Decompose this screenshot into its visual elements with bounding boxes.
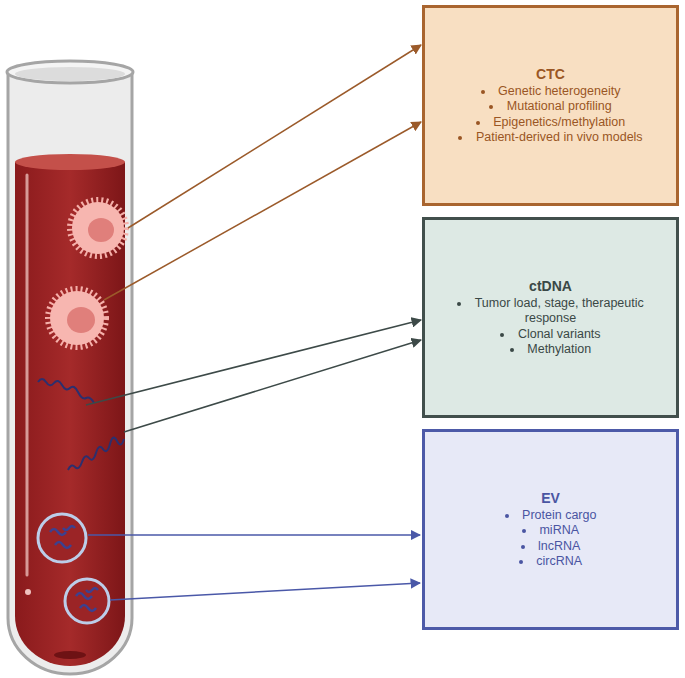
leader-arrow: [104, 122, 421, 300]
blood-surface: [15, 154, 125, 170]
bullet-item: Genetic heterogeneity: [458, 84, 642, 100]
bullet-list: Genetic heterogeneityMutational profilin…: [448, 84, 652, 146]
cell-spikes: [70, 200, 126, 256]
bullet-item: miRNA: [505, 523, 597, 539]
cell-nucleus: [67, 307, 95, 333]
bullet-item: Tumor load, stage, therapeutic response: [435, 296, 666, 327]
leader-arrow: [128, 45, 421, 228]
tube-rim: [7, 61, 133, 83]
vesicle-cargo: [50, 526, 75, 548]
bullet-item: Patient-derived in vivo models: [458, 130, 642, 146]
blood: [15, 162, 125, 666]
bullet-item: Epigenetics/methylation: [458, 115, 642, 131]
leader-arrow: [110, 583, 420, 600]
glass-highlight: [25, 589, 31, 595]
bullet-list: Tumor load, stage, therapeutic responseC…: [425, 296, 676, 358]
bullet-item: Methylation: [435, 342, 666, 358]
tumor-cell: [72, 202, 124, 254]
bullet-item: circRNA: [505, 554, 597, 570]
bullet-list: Protein cargomiRNAlncRNAcircRNA: [495, 508, 607, 570]
leader-arrow: [124, 340, 421, 432]
vesicle-cargo: [76, 588, 98, 611]
bullet-item: Protein cargo: [505, 508, 597, 524]
tube-opening: [15, 67, 125, 81]
tube-bottom-shade: [54, 651, 86, 659]
tube-glass: [8, 74, 132, 674]
dna-strand: [68, 438, 124, 470]
info-box: CTCGenetic heterogeneityMutational profi…: [422, 5, 679, 206]
glass-highlight: [26, 175, 29, 575]
box-heading: ctDNA: [529, 278, 572, 295]
vesicle: [38, 514, 86, 562]
bullet-item: Mutational profiling: [458, 99, 642, 115]
bullet-item: Clonal variants: [435, 327, 666, 343]
vesicle: [65, 579, 109, 623]
info-box: ctDNATumor load, stage, therapeutic resp…: [422, 217, 679, 418]
cell-nucleus: [88, 218, 114, 242]
cell-spikes: [48, 289, 106, 347]
info-box: EVProtein cargomiRNAlncRNAcircRNA: [422, 429, 679, 630]
tumor-cell: [50, 291, 104, 345]
box-heading: EV: [541, 490, 560, 507]
bullet-item: lncRNA: [505, 539, 597, 555]
leader-arrow: [88, 534, 420, 536]
box-heading: CTC: [536, 66, 565, 83]
dna-strand: [38, 379, 94, 403]
